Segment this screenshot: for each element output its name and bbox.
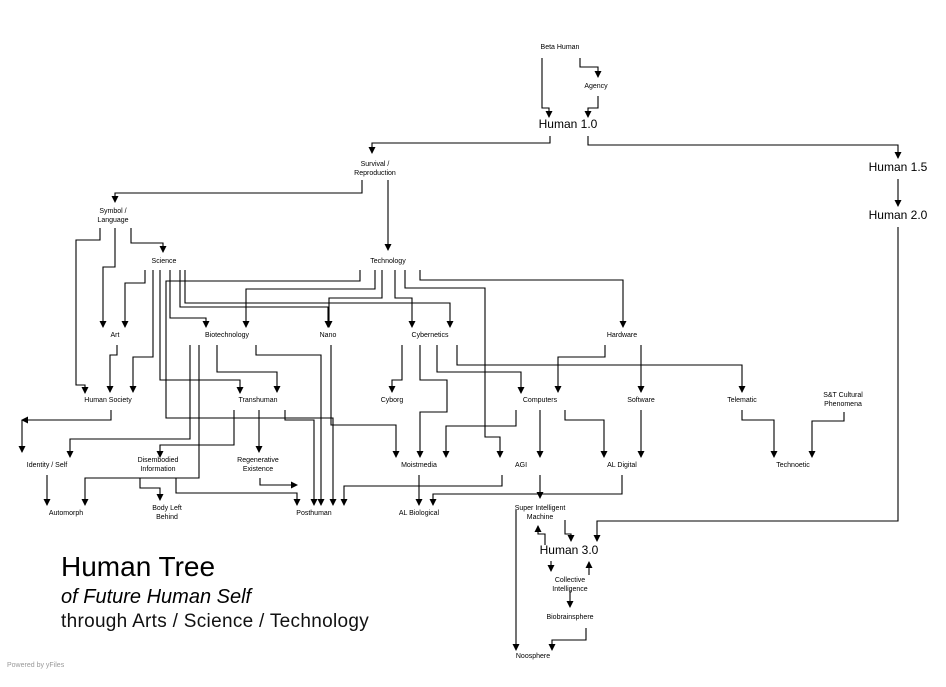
node-human-2-0: Human 2.0 [869, 208, 928, 222]
node-human-1-5: Human 1.5 [869, 160, 928, 174]
node-symbol: Symbol /Language [97, 208, 128, 224]
edges [18, 58, 902, 651]
node-technoetic: Technoetic [776, 462, 810, 469]
connector-arrow [106, 345, 118, 393]
connector-arrow [419, 270, 627, 328]
connector-arrow [442, 410, 517, 458]
connector-arrow [184, 270, 454, 328]
connector-arrow [554, 345, 606, 393]
connector-arrow [156, 410, 235, 458]
node-human-society: Human Society [84, 397, 132, 404]
node-noosphere: Noosphere [516, 653, 550, 660]
node-biobrainsphere: Biobrainsphere [546, 614, 593, 621]
node-automorph: Automorph [49, 510, 83, 517]
connector-arrow [741, 410, 778, 458]
node-hardware: Hardware [607, 332, 637, 339]
connector-arrow [388, 345, 403, 393]
node-nano: Nano [320, 332, 337, 339]
connector-arrow [587, 136, 902, 159]
title-block: Human Tree of Future Human Self through … [61, 550, 369, 634]
node-al-biological: AL Biological [399, 510, 440, 517]
connector-arrow [456, 345, 746, 393]
connector-arrow [81, 345, 200, 506]
connector-arrow [325, 270, 383, 328]
node-al-digital: AL Digital [607, 462, 637, 469]
node-science: Science [152, 258, 177, 265]
connector-arrow [179, 270, 332, 328]
connector-arrow [259, 478, 298, 489]
connector-arrow [21, 410, 112, 424]
node-posthuman: Posthuman [296, 510, 332, 517]
connector-arrow [436, 345, 525, 394]
node-beta-human: Beta Human [541, 44, 580, 51]
node-agency: Agency [584, 83, 608, 90]
node-human-1-0: Human 1.0 [539, 117, 598, 131]
connector-arrow [175, 478, 301, 506]
node-agi: AGI [515, 462, 527, 469]
node-telematic: Telematic [727, 397, 757, 404]
connector-arrow [111, 180, 363, 203]
connector-arrow [99, 228, 116, 328]
connector-arrow [368, 136, 551, 154]
connector-arrow [541, 58, 553, 118]
title-sub2: through Arts / Science / Technology [61, 611, 369, 632]
node-transhuman: Transhuman [238, 397, 277, 404]
connector-arrow [564, 520, 575, 542]
connector-arrow [394, 270, 416, 328]
node-identity-self: Identity / Self [27, 462, 68, 469]
title-sub: of Future Human Self [61, 586, 252, 608]
node-art: Art [111, 332, 120, 339]
connector-arrow [169, 270, 210, 328]
connector-arrow [340, 475, 503, 506]
node-technology: Technology [370, 258, 406, 265]
connector-arrow [66, 345, 191, 458]
node-cyborg: Cyborg [381, 397, 404, 404]
node-survival: Survival /Reproduction [354, 161, 396, 177]
node-moistmedia: Moistmedia [401, 462, 437, 469]
connector-arrow [579, 58, 602, 78]
connector-arrow [534, 525, 546, 545]
connector-arrow [808, 412, 845, 458]
node-software: Software [627, 397, 655, 404]
node-computers: Computers [523, 397, 558, 404]
connector-arrow [404, 270, 504, 458]
connector-arrow [284, 410, 318, 506]
connector-arrow [564, 410, 608, 458]
powered-by-credit: Powered by yFiles [7, 662, 65, 669]
connector-arrow [130, 228, 167, 253]
connector-arrow [75, 228, 101, 394]
connector-arrow [429, 475, 623, 506]
connector-arrow [330, 345, 400, 458]
connector-arrow [548, 628, 587, 651]
node-biotechnology: Biotechnology [205, 332, 249, 339]
connector-arrow [593, 227, 899, 542]
connector-arrow [584, 96, 599, 118]
title-main: Human Tree [61, 551, 216, 582]
connector-arrow [139, 478, 164, 501]
connector-arrow [416, 345, 448, 458]
connector-arrow [216, 345, 281, 393]
connector-arrow [165, 270, 361, 506]
connector-arrow [121, 270, 146, 328]
node-cybernetics: Cybernetics [412, 332, 449, 339]
node-human-3-0: Human 3.0 [540, 543, 599, 557]
connector-arrow [129, 270, 154, 393]
connector-arrow [159, 270, 244, 394]
connector-arrow [255, 345, 325, 506]
connector-arrow [242, 270, 376, 328]
